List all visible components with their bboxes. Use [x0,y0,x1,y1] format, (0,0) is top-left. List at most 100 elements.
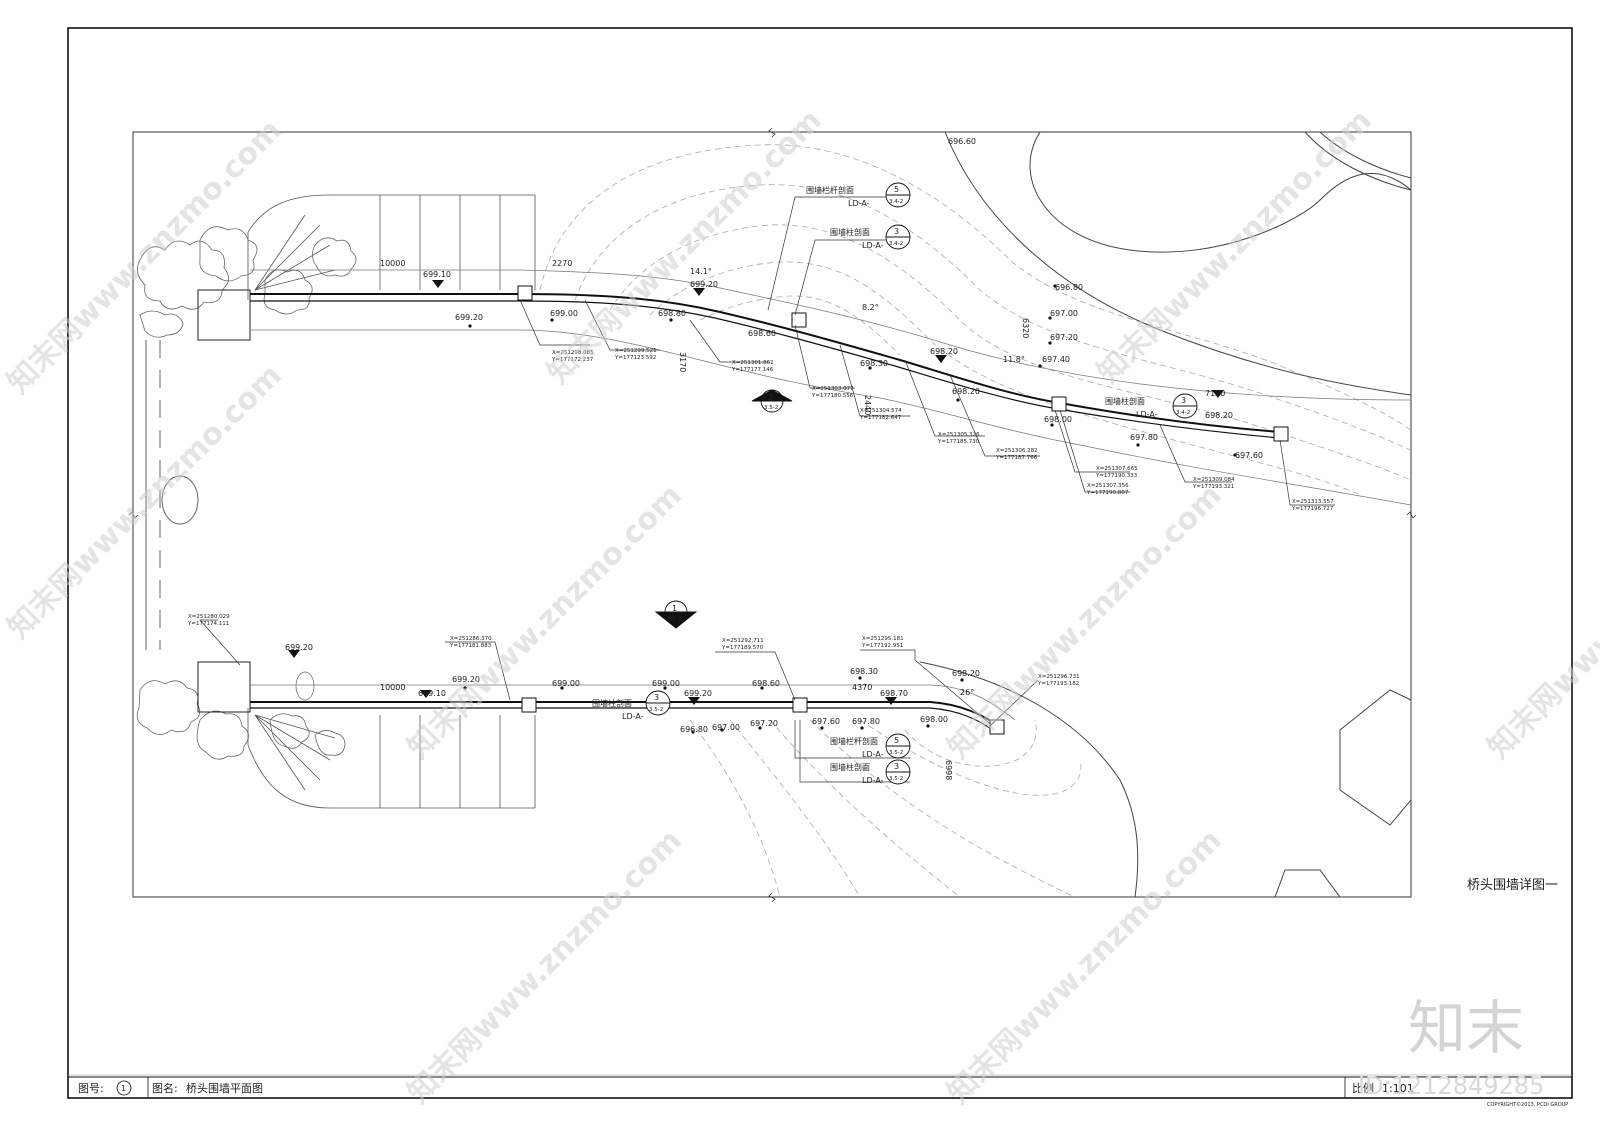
bottom-callout-label: 围墙柱剖面 [830,762,870,772]
top-callout-label: 围墙柱剖面 [830,227,870,237]
scale-label: 比例 [1352,1081,1374,1095]
bottom-elev: 698.00 [920,715,948,724]
top-coord-x: X=251309.084 [1193,477,1235,483]
top-elev: 699.00 [550,309,578,318]
top-len4: 6320 [1021,318,1030,338]
top-callout-sheet: 3.4-2 [889,199,903,205]
top-coord-y: Y=177196.727 [1291,506,1334,512]
top-elev: 697.80 [1130,433,1158,442]
bottom-length: 10000 [380,683,405,692]
section-mark-sheet: 3.5-2 [764,405,778,411]
paving-bottom [247,708,536,809]
left-road [145,340,199,650]
drawing-name: 桥头围墙平面图 [186,1081,263,1095]
paving-top [247,194,536,300]
bottom-coord-x: X=251296.731 [1038,674,1080,680]
bottom-callout-num: 5 [894,736,899,745]
top-elev: 699.10 [423,270,451,279]
watermark-site: 知末网www.znzmo.com [541,103,829,391]
top-coord-x: X=251298.085 [552,350,594,356]
section-mark-num: 2 [768,393,773,402]
copyright: COPYRIGHT©2013, PCDI GROUP [1487,1101,1568,1108]
top-length: 10000 [380,259,405,268]
bottom-coord-x: X=251280.029 [188,614,230,620]
bottom-elev: 699.20 [452,675,480,684]
top-coord-y: Y=177123.592 [614,355,656,361]
bottom-coord-x: X=251286.370 [450,636,492,642]
top-len5: 2440 [863,395,872,415]
watermark-site: 知末网www.znzmo.com [1,358,289,646]
top-elev: 697.60 [1235,451,1263,460]
top-callout-label: 围墙柱剖面 [1105,396,1145,406]
leaders [199,196,1335,783]
top-callout-label: 围墙栏杆剖面 [806,185,854,195]
top-coord-x: X=251299.521 [615,348,657,354]
callout-circles [645,182,1198,785]
top-coord-x: X=251307.665 [1096,466,1138,472]
drawing-number-circle [116,1080,132,1096]
top-len3: 7120 [1205,389,1225,398]
top-coord-y: Y=177177.146 [731,367,774,373]
top-elev: 697.00 [1050,309,1078,318]
section-mark-sheet: 3.5-2 [667,616,681,622]
top-callout-num: 5 [894,185,899,194]
watermark-site: 知末网www.znzmo.com [1091,103,1379,391]
drawing-number: 1 [121,1084,126,1093]
watermark-site: 知末网www.znzmo.com [1481,478,1600,766]
top-elev: 698.80 [658,309,686,318]
top-coord-y: Y=177187.766 [995,455,1038,461]
outer-frame [67,27,1573,1099]
top-elev: 699.20 [690,280,718,289]
top-coord-y: Y=177182.647 [859,415,902,421]
bottom-elev: 699.00 [652,679,680,688]
top-coord-x: X=251306.282 [996,448,1038,454]
drawing-name-label: 图名: [152,1081,178,1095]
top-callout-ref: LD-A- [1136,410,1158,419]
top-angle3: 11.8° [1003,355,1025,364]
top-angle2: 8.2° [862,303,879,312]
bottom-callout-sheet: 3.5-2 [889,776,903,782]
top-wall-labels: 10000 2270 14.1° 8.2° 11.8° 7120 3170 63… [380,137,1334,512]
top-elev: 698.20 [1205,411,1233,420]
top-coord-y: Y=177190.807 [1086,490,1129,496]
watermarks: 知末网www.znzmo.com 知末网www.znzmo.com 知末网www… [1,103,1600,1111]
bottom-elev: 698.70 [880,689,908,698]
bottom-elev: 697.60 [812,717,840,726]
section-mark-num: 1 [672,604,677,613]
top-coord-x: X=251303.077 [812,386,854,392]
bottom-coord-x: X=251292.711 [722,638,764,644]
top-callout-sheet: 3.4-2 [889,241,903,247]
top-elev: 698.00 [1044,415,1072,424]
watermark-site: 知末网www.znzmo.com [401,478,689,766]
bottom-coord-y: Y=177192.951 [861,643,903,649]
drawing-number-label: 图号: [78,1082,104,1095]
bottom-elev: 697.00 [712,723,740,732]
watermark-site: 知末网www.znzmo.com [401,823,689,1111]
bottom-callout-label: 围墙栏杆剖面 [830,736,878,746]
bottom-wall-labels: 10000 4370 26° 6998 699.20 699.10 699.20… [187,604,1080,785]
bottom-elev: 696.80 [680,725,708,734]
bottom-callout-sheet: 3.5-2 [649,707,663,713]
bottom-wall [197,650,1016,735]
top-coord-y: Y=177190.333 [1095,473,1138,479]
top-elev: 697.40 [1042,355,1070,364]
bottom-callout-sheet: 3.5-2 [889,750,903,756]
top-callout-num: 3 [1181,396,1186,405]
top-coord-y: Y=177185.730 [937,439,980,445]
top-elev: 698.60 [748,329,776,338]
top-angle1: 14.1° [690,267,712,276]
watermark-id: ID:1212849285 [1358,1072,1544,1100]
top-coord-x: X=251307.356 [1087,483,1129,489]
bottom-len2: 4370 [852,683,872,692]
bottom-callout-num: 3 [654,693,659,702]
top-coord-x: X=251313.557 [1292,499,1334,505]
bottom-coord-y: Y=177193.182 [1037,681,1079,687]
bottom-callout-label: 围墙柱剖面 [592,698,632,708]
site-curves [919,131,1412,898]
watermark-site: 知末网www.znzmo.com [941,823,1229,1111]
section-marks [654,389,793,629]
title-block: 图号: 1 图名: 桥头围墙平面图 比例 1:101 ID:1212849285… [78,1072,1568,1108]
top-callout-ref: LD-A- [848,199,870,208]
bottom-elev: 698.20 [952,669,980,678]
sheet-subtitle: 桥头围墙详图一 [1467,878,1558,893]
